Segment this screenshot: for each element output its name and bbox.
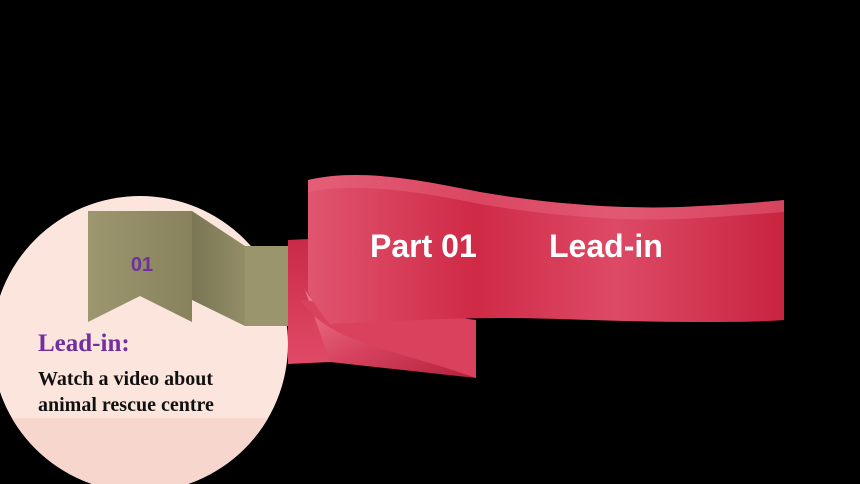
banner-part-label: Part 01: [370, 228, 477, 264]
circle-lower-band: [0, 418, 288, 484]
banner-title: Lead-in: [549, 228, 663, 264]
section-heading: Lead-in:: [38, 330, 130, 357]
section-number: 01: [130, 254, 154, 276]
section-description: Watch a video about animal rescue centre: [38, 368, 214, 416]
